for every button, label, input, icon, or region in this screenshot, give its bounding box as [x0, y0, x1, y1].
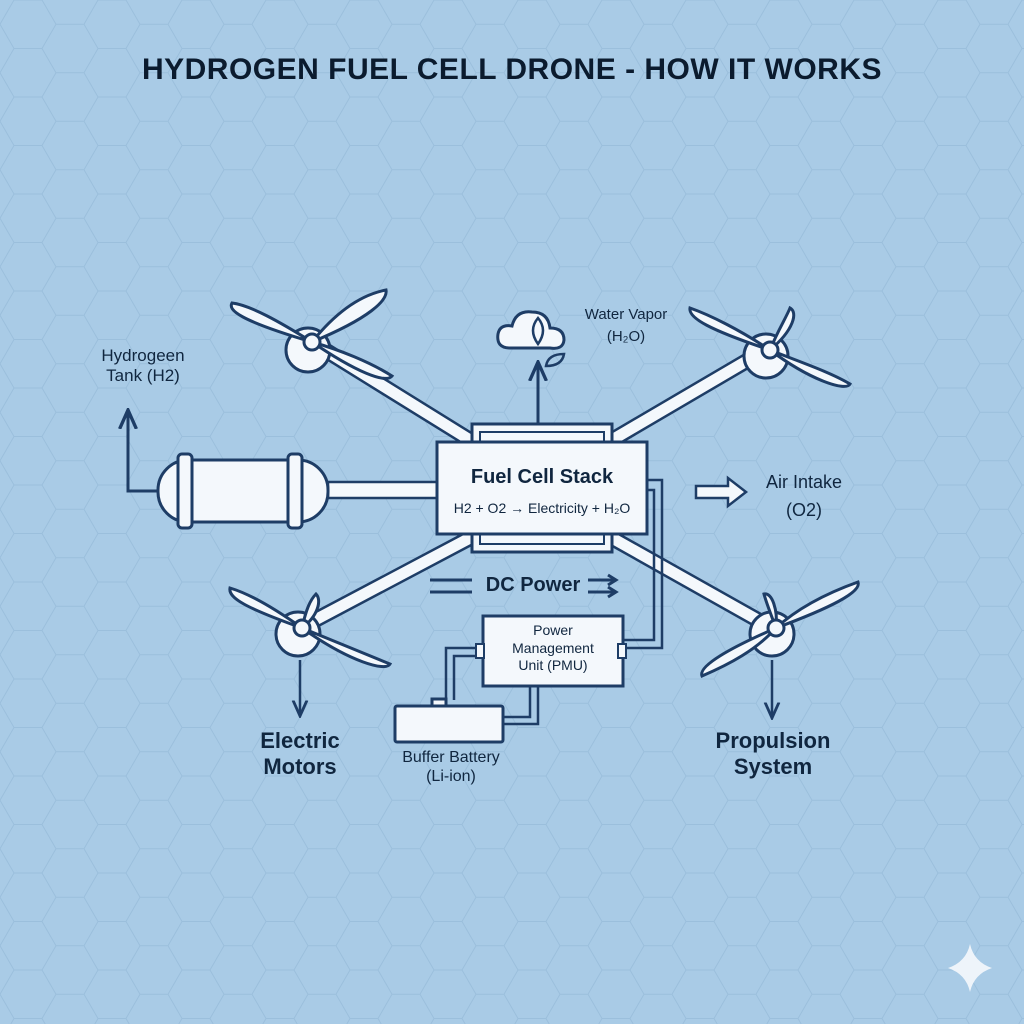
- air-intake-arrow: [694, 475, 749, 509]
- water-vapor-label-line1: Water Vapor: [584, 306, 668, 323]
- hydrogen-arrow: [128, 410, 158, 493]
- rotor-rear-left: [228, 586, 393, 669]
- rotor-front-right: [688, 305, 852, 388]
- water-vapor-label: Water Vapor (H₂O): [568, 306, 684, 346]
- hydrogen-tank-label-line1: Hydrogeen: [101, 346, 185, 365]
- hydrogen-tank-label: Hydrogeen Tank (H2): [88, 346, 198, 387]
- fuel-cell-stack-label: Fuel Cell Stack: [470, 466, 614, 488]
- electric-motors-label: Electric Motors: [236, 728, 364, 781]
- pmu-label-line2: Management: [512, 639, 594, 656]
- buffer-battery-label-line1: Buffer Battery: [402, 749, 500, 766]
- fuel-cell-reaction-label: H2 + O2 → Electricity + H₂O: [453, 500, 631, 516]
- propulsion-system-label-line1: Propulsion: [715, 728, 831, 753]
- air-intake-label: Air Intake (O2): [752, 472, 856, 521]
- diagram-title: HYDROGEN FUEL CELL DRONE - HOW IT WORKS: [141, 53, 883, 86]
- pmu-box: [481, 614, 625, 688]
- rotor-front-left: [229, 288, 395, 380]
- pmu-wiring: [444, 478, 664, 726]
- electric-motors-label-line1: Electric: [260, 728, 340, 753]
- buffer-battery: [393, 697, 505, 744]
- dc-power-arrows: [430, 573, 619, 599]
- sparkle-icon: [948, 944, 992, 992]
- dc-power-label: DC Power: [485, 574, 581, 596]
- pmu-label-line3: Unit (PMU): [518, 657, 588, 673]
- water-vapor-label-line2: (H₂O): [606, 328, 646, 345]
- propulsion-system-label: Propulsion System: [696, 728, 850, 781]
- hydrogen-tank: [156, 452, 330, 530]
- pmu-label-line1: Power: [533, 622, 573, 638]
- hydrogen-tank-label-line2: Tank (H2): [106, 366, 180, 386]
- leaf-icon: [531, 316, 566, 368]
- buffer-battery-label-line2: (Li-ion): [426, 768, 476, 786]
- air-intake-label-line2: (O2): [786, 499, 822, 520]
- propulsion-system-label-line2: System: [733, 754, 813, 780]
- electric-motors-label-line2: Motors: [263, 754, 337, 780]
- tank-pipe: [326, 480, 440, 500]
- cloud-icon: [496, 310, 566, 350]
- buffer-battery-label: Buffer Battery (Li-ion): [384, 748, 518, 786]
- air-intake-label-line1: Air Intake: [765, 472, 843, 492]
- rotor-rear-right: [700, 580, 860, 678]
- pmu-label: Power Management Unit (PMU): [486, 622, 620, 675]
- fuel-cell-stack-box: [435, 422, 649, 554]
